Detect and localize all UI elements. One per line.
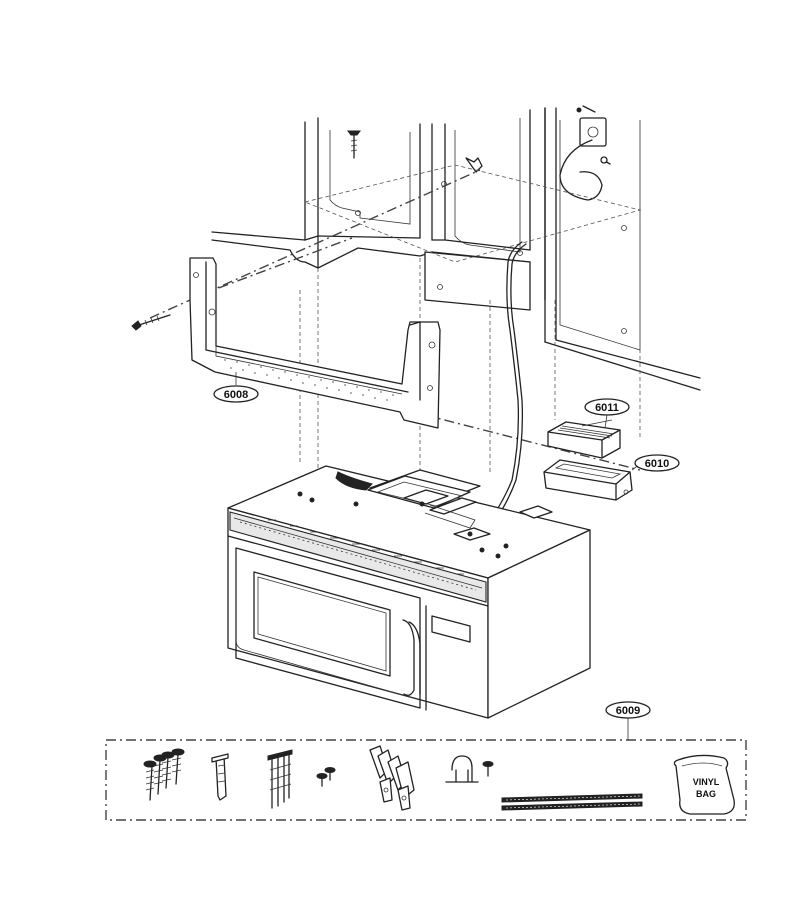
- hardware-kit: 6009: [105, 701, 747, 821]
- mounting-plate: 6008: [131, 257, 441, 429]
- mounting-slots: [193, 272, 436, 391]
- wood-screw-icon: [143, 748, 185, 801]
- callout-6008: 6008: [224, 389, 248, 401]
- clamp-icon: [445, 755, 479, 783]
- bolt-icon: [482, 761, 494, 777]
- microwave-oven: [227, 465, 591, 719]
- callout-6010: 6010: [645, 458, 669, 470]
- bag-label-line2: BAG: [696, 789, 716, 799]
- upper-cabinets: [211, 105, 701, 391]
- plate-holes: [224, 359, 394, 401]
- wing-nut-icon: [369, 745, 415, 811]
- anchor-icon: [211, 753, 229, 801]
- vinyl-bag-icon: VINYL BAG: [673, 754, 735, 815]
- toggle-bolt-icon: [267, 749, 293, 809]
- bag-label-line1: VINYL: [693, 777, 720, 787]
- power-cord: [479, 241, 523, 533]
- duct-connector: 6010: [543, 454, 680, 501]
- callout-6011: 6011: [595, 402, 619, 414]
- callout-6009: 6009: [616, 705, 640, 717]
- foam-strip-icon: [501, 793, 643, 811]
- small-screw-icon: [316, 767, 336, 787]
- damper: 6011: [547, 398, 630, 459]
